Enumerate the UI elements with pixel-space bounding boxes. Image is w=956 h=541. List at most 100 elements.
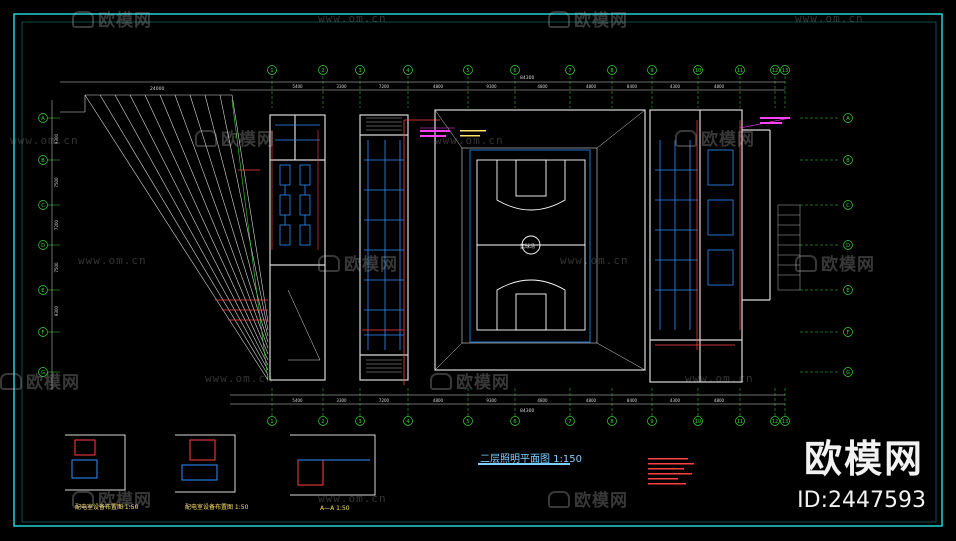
watermark-logo: 欧模网 xyxy=(0,368,80,393)
detail-drawing-2 xyxy=(175,434,236,493)
column-axis-6: 66 xyxy=(510,65,520,426)
dimension-label-bottom: 5400 xyxy=(292,398,303,403)
right-wing-lighting xyxy=(655,140,734,330)
corridor-circuits xyxy=(362,119,440,385)
column-axis-10: 10 10 xyxy=(693,65,703,426)
dimension-label-left: 7500 xyxy=(54,177,59,188)
seating-wiring xyxy=(215,169,268,321)
watermark-url: www.om.cn xyxy=(685,372,754,385)
dimension-label-top: 7200 xyxy=(379,84,390,89)
brand-logo-text: 欧模网 xyxy=(803,437,924,481)
watermark-url: www.om.cn xyxy=(435,134,504,147)
dimension-label-bottom: 7200 xyxy=(379,398,390,403)
column-axis-label: 8 xyxy=(610,419,613,425)
row-axis-label: B xyxy=(41,158,45,164)
watermark-sofa-icon xyxy=(675,130,697,147)
watermark-logo: 欧模网 xyxy=(195,125,275,150)
column-axis-4: 44 xyxy=(403,65,413,426)
dimension-label-bottom: 4800 xyxy=(714,398,725,403)
watermark-sofa-icon xyxy=(548,491,570,508)
dimension-label-bottom: 4800 xyxy=(433,398,444,403)
row-axis-label: F xyxy=(42,330,45,336)
drawing-frame-outer xyxy=(13,13,943,527)
row-axis-label: A xyxy=(41,116,45,122)
watermark-url: www.om.cn xyxy=(78,254,147,267)
column-axis-label: 4 xyxy=(406,419,409,425)
column-axis-label: 8 xyxy=(610,68,613,74)
row-axis-label: E xyxy=(846,288,849,294)
notes-block xyxy=(648,458,694,485)
watermark-sofa-icon xyxy=(430,373,452,390)
corridor-stairs xyxy=(366,117,402,373)
gym-hall-bevels xyxy=(434,109,646,371)
watermark-logo: 欧模网 xyxy=(430,368,510,393)
dimension-label-bottom: 8400 xyxy=(627,398,638,403)
watermark-sofa-icon xyxy=(0,373,22,390)
watermark-sofa-icon xyxy=(548,11,570,28)
basketball-court xyxy=(476,159,586,331)
row-axis-label: B xyxy=(846,158,850,164)
dimension-label-left: 9300 xyxy=(54,133,59,144)
watermark-logo: 欧模网 xyxy=(548,486,628,511)
dimension-label-bottom: 3300 xyxy=(336,398,347,403)
column-axis-label: 5 xyxy=(466,68,469,74)
dimension-label-left: 9300 xyxy=(54,305,59,316)
left-wing-circuits xyxy=(271,130,319,250)
column-axis-label: 5 xyxy=(466,419,469,425)
left-wing-stair xyxy=(287,289,321,361)
seating-axis-green xyxy=(231,99,269,381)
dimension-label-top: 4300 xyxy=(670,84,681,89)
column-axis-7: 77 xyxy=(565,65,575,426)
annotation-text-stubs xyxy=(420,117,790,137)
dimension-labels-left: 9300 7500 7200 7500 9300 xyxy=(54,133,59,316)
dimension-label-top: 4800 xyxy=(714,84,725,89)
column-axis-9: 99 xyxy=(647,65,657,426)
column-axis-label: 3 xyxy=(358,68,361,74)
watermark-sofa-icon xyxy=(318,255,340,272)
watermark-url: www.om.cn xyxy=(205,372,274,385)
dimension-label-top: 3300 xyxy=(336,84,347,89)
watermark-logo: 欧模网 xyxy=(675,125,755,150)
watermark-logo: 欧模网 xyxy=(795,250,875,275)
watermark-logo: 欧模网 xyxy=(72,6,152,31)
detail-title-3: A—A 1:50 xyxy=(320,505,350,512)
corridor-walls xyxy=(359,114,409,381)
dimension-label-left: 7200 xyxy=(54,219,59,230)
column-axis-label: 12 xyxy=(772,419,778,425)
column-axis-1: 11 xyxy=(267,65,277,426)
column-axis-label: 9 xyxy=(650,419,653,425)
column-axis-label: 4 xyxy=(406,68,409,74)
column-axis-8: 88 xyxy=(607,65,617,426)
dimension-label-top: 5400 xyxy=(292,84,303,89)
column-axis-label: 7 xyxy=(568,419,571,425)
detail-title-2: 配电室设备布置图 1:50 xyxy=(185,504,249,511)
side-dimension-label: 24000 xyxy=(150,86,164,92)
watermark-url: www.om.cn xyxy=(560,254,629,267)
detail-drawing-3 xyxy=(290,434,376,496)
detail-title-1: 配电室设备布置图 1:50 xyxy=(75,504,139,511)
column-axis-2: 22 xyxy=(318,65,328,426)
right-wing-circuits xyxy=(655,120,741,350)
column-axis-label: 12 xyxy=(772,68,778,74)
column-axis-label: 11 xyxy=(737,68,743,74)
left-wing-walls xyxy=(269,114,326,381)
column-axis-label: 1 xyxy=(270,68,273,74)
column-axis-label: 6 xyxy=(513,68,516,74)
dimension-label-left: 7500 xyxy=(54,262,59,273)
column-axis-label: 13 xyxy=(782,419,788,425)
brand-id-text: ID:2447593 xyxy=(797,488,926,513)
left-wing-lighting xyxy=(275,124,320,246)
column-axis-label: 10 xyxy=(695,419,701,425)
row-axis-label: D xyxy=(41,243,45,249)
column-axis-label: 10 xyxy=(695,68,701,74)
right-wing-walls xyxy=(649,109,771,383)
